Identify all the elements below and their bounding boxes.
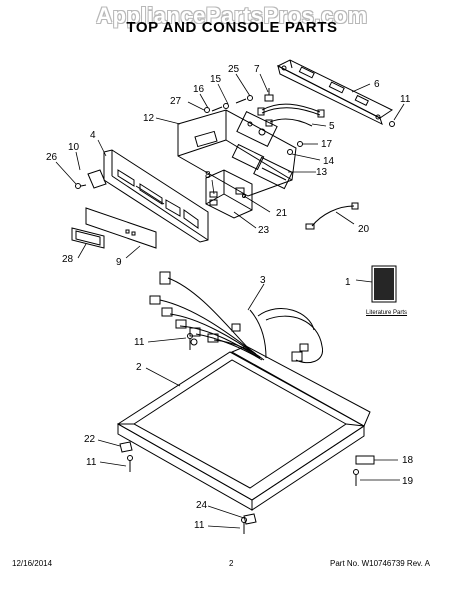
part-20-wire: [305, 202, 359, 230]
part-7-clip: [264, 88, 274, 102]
callout-number: 1: [345, 277, 351, 288]
callout-number: 11: [134, 337, 145, 348]
part-10-knob: [87, 169, 107, 189]
callout-number: 5: [329, 121, 335, 132]
callout-number: 3: [260, 275, 266, 286]
footer-page-number: 2: [229, 559, 234, 568]
callout-number: 27: [170, 96, 182, 107]
part-3-main-harness: [149, 271, 324, 364]
callout-number: 13: [316, 167, 328, 178]
callout-number: 2: [136, 362, 142, 373]
callout-number: 8: [205, 170, 211, 181]
part-1-literature: [371, 265, 397, 303]
callout-number: 23: [258, 225, 270, 236]
callout-number: 21: [276, 208, 288, 219]
callout-number: 20: [358, 224, 370, 235]
part-8-21-23-module: [205, 169, 253, 219]
callout-number: 18: [402, 455, 414, 466]
part-13-control-board: [253, 156, 293, 190]
callout-number: 22: [84, 434, 96, 445]
callout-number: 10: [68, 142, 80, 153]
callout-number: 25: [228, 64, 240, 75]
callout-number: 14: [323, 156, 335, 167]
part-26-screw: [75, 183, 87, 189]
part-9-overlay: [85, 207, 157, 249]
footer-part-number: Part No. W10746739 Rev. A: [330, 559, 430, 568]
callout-number: 11: [194, 520, 205, 531]
part-2-top-panel: [117, 345, 371, 511]
callout-number: 19: [402, 476, 414, 487]
part-12-console-housing: [177, 109, 297, 197]
callout-number: 15: [210, 74, 222, 85]
footer-date: 12/16/2014: [12, 559, 53, 568]
callout-number: 9: [116, 257, 122, 268]
leader-lines: [55, 73, 405, 529]
part-5-wire-harness: [257, 103, 325, 127]
bottom-clips-and-screws: [119, 333, 375, 534]
part-6-console-bracket: [276, 59, 394, 125]
console-screws: [204, 95, 395, 155]
callout-number: 28: [62, 254, 74, 265]
callout-number: 17: [321, 139, 333, 150]
page-title: TOP AND CONSOLE PARTS: [126, 19, 338, 36]
callout-number: 11: [86, 457, 97, 468]
callout-number: 16: [193, 84, 205, 95]
callout-number: 24: [196, 500, 208, 511]
callout-number: 6: [374, 79, 380, 90]
literature-parts-label: Literature Parts: [366, 310, 408, 316]
part-28-badge: [71, 227, 105, 249]
callout-number: 12: [143, 113, 155, 124]
callout-number: 26: [46, 152, 58, 163]
watermark-text: AppliancePartsPros.com: [96, 3, 368, 28]
callout-number: 4: [90, 130, 96, 141]
callout-number: 11: [400, 94, 411, 105]
callout-number: 7: [254, 64, 260, 75]
